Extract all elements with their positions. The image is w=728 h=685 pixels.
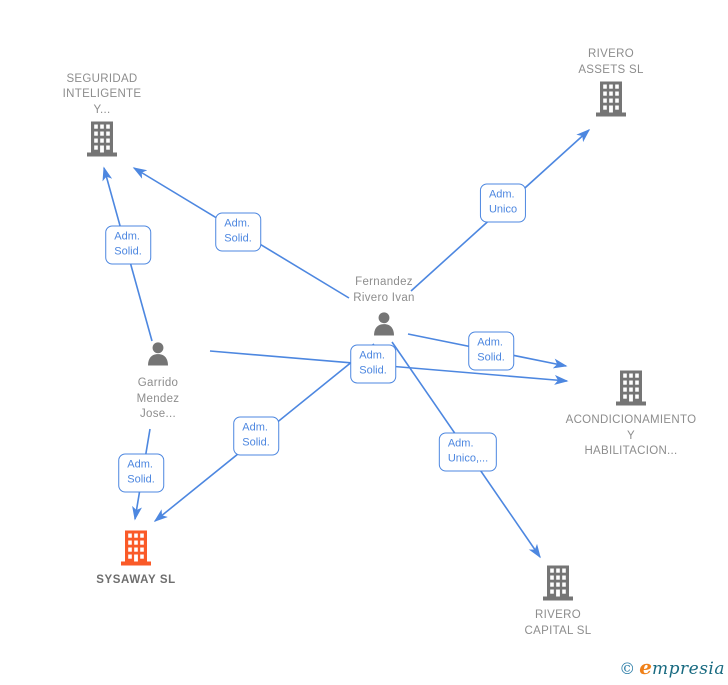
- edge-label-garrido-seguridad[interactable]: Adm. Solid.: [105, 225, 151, 265]
- node-label-acondicionamiento: ACONDICIONAMIENTO Y HABILITACION...: [565, 414, 697, 457]
- edge-label-fernandez-rivero-capital[interactable]: Adm. Unico,...: [438, 432, 498, 472]
- node-label-garrido: Garrido Mendez Jose...: [136, 377, 180, 420]
- node-label-seguridad: SEGURIDAD INTELIGENTE Y...: [62, 72, 142, 116]
- edge-label-fernandez-sysaway[interactable]: Adm. Solid.: [233, 416, 279, 456]
- edge-label-garrido-acondicionamiento[interactable]: Adm. Solid.: [350, 344, 396, 384]
- edge-label-garrido-sysaway[interactable]: Adm. Solid.: [118, 453, 164, 493]
- building-icon: [615, 370, 647, 412]
- edge-label-fernandez-acondicionamiento[interactable]: Adm. Solid.: [468, 331, 514, 371]
- building-icon: [542, 565, 574, 607]
- brand-name: mpresia: [652, 659, 725, 679]
- node-label-rivero-assets: RIVERO ASSETS SL: [578, 48, 644, 76]
- person-icon: [370, 310, 398, 345]
- building-icon: [595, 81, 627, 123]
- brand-initial: e: [639, 655, 652, 679]
- building-icon: [120, 530, 152, 572]
- node-label-rivero-capital: RIVERO CAPITAL SL: [524, 609, 592, 637]
- building-icon: [86, 121, 118, 163]
- node-label-sysaway: SYSAWAY SL: [96, 574, 176, 586]
- empresia-logo[interactable]: ©empresia: [619, 655, 725, 679]
- node-label-fernandez: Fernandez Rivero Ivan: [353, 276, 415, 304]
- person-icon: [144, 340, 172, 375]
- edge-label-fernandez-seguridad[interactable]: Adm. Solid.: [215, 212, 261, 252]
- edge-label-fernandez-rivero-assets[interactable]: Adm. Unico: [479, 183, 527, 223]
- copyright-icon: ©: [619, 659, 636, 678]
